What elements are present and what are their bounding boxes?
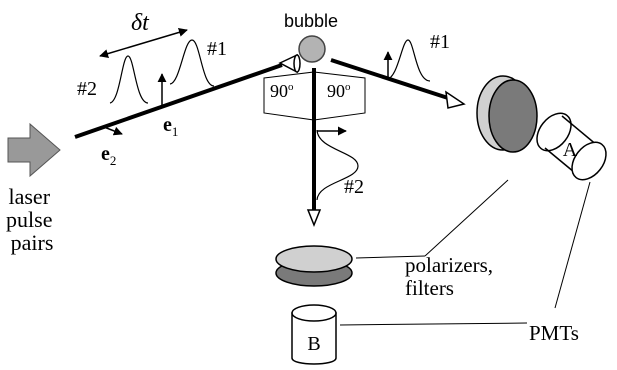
pulse-2-down-label: #2 xyxy=(344,176,364,198)
filter-stack-b-icon xyxy=(275,245,353,287)
detector-a-icon xyxy=(536,112,607,181)
beam-to-detector-a xyxy=(330,58,449,100)
leader-polarizers-b xyxy=(355,255,426,259)
beam-a-tip-icon xyxy=(445,90,466,109)
filter-stack-a-icon xyxy=(476,75,538,153)
laser-label: laser pulse pairs xyxy=(6,184,58,255)
e1-label: e1 xyxy=(163,114,178,139)
angle-left-label: 90o xyxy=(270,81,294,101)
angle-right-label: 90o xyxy=(327,81,351,101)
pulse-1-left-waveform xyxy=(169,39,215,87)
leader-polarizers-a xyxy=(424,179,509,257)
detector-b-icon xyxy=(291,304,337,365)
delta-t-arrow xyxy=(99,28,188,58)
pmts-label: PMTs xyxy=(529,321,579,345)
e2-label: e2 xyxy=(101,143,116,168)
pulse-2-left-label: #2 xyxy=(77,78,97,100)
beam-b-tip-icon xyxy=(306,209,322,228)
detector-a-label: A xyxy=(563,139,578,161)
pulse-1-right-label: #1 xyxy=(430,31,450,53)
pulse-2-left-waveform xyxy=(109,55,149,104)
leader-pmts-a xyxy=(554,181,591,309)
detector-b-label: B xyxy=(307,333,320,355)
pulse-1-left-label: #1 xyxy=(207,38,227,60)
pulse-1-right-waveform xyxy=(386,39,431,82)
laser-source-arrow xyxy=(7,122,61,178)
pulse-2-down-waveform xyxy=(316,129,359,201)
incoming-beam xyxy=(74,63,283,139)
leader-pmts-b xyxy=(339,322,528,326)
delta-t-label: δt xyxy=(131,10,150,36)
bubble-icon xyxy=(298,35,326,63)
bubble-label: bubble xyxy=(284,11,338,31)
polarizers-label: polarizers, filters xyxy=(405,253,498,300)
e2-arrow xyxy=(103,126,123,136)
angle-plane-right xyxy=(313,71,366,121)
